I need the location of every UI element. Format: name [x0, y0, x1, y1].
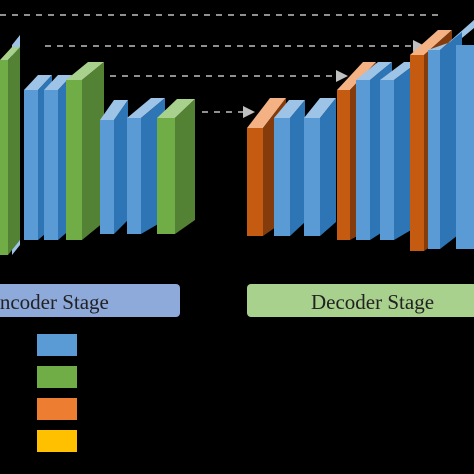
- encoder-block-2c-side: [82, 62, 104, 240]
- decoder-block-1b-side: [290, 100, 305, 236]
- encoder-block-3b-face: [127, 118, 141, 234]
- encoder-block-2a-face: [24, 90, 38, 240]
- legend-swatch-yellow: [37, 430, 77, 452]
- decoder-stage-label-text: Decoder Stage: [311, 290, 434, 314]
- decoder-block-2c-face: [380, 80, 394, 240]
- encoder-block-2b-face: [44, 90, 58, 240]
- decoder-block-1c-face: [304, 118, 320, 236]
- encoder-block-3a-top: [100, 100, 128, 120]
- encoder-block-3c-top: [157, 99, 195, 118]
- encoder-block-2a-top: [24, 75, 52, 90]
- decoder-block-2a-top: [337, 62, 376, 90]
- encoder-block-1b-face: [0, 60, 8, 255]
- encoder-block-3a-face: [100, 120, 114, 234]
- legend: [37, 334, 77, 452]
- encoder-block-2c-face: [66, 80, 82, 240]
- decoder-block-1c-side: [320, 98, 336, 236]
- decoder-block-1b-face: [274, 118, 290, 236]
- legend-swatch-blue: [37, 334, 77, 356]
- encoder-stage-label-text: Encoder Stage: [0, 290, 109, 314]
- decoder-block-1c-top: [304, 98, 336, 118]
- encoder-block-1b-top: [0, 47, 20, 60]
- decoder-block-3b-top: [428, 20, 474, 50]
- decoder-block-2b-top: [356, 62, 392, 80]
- encoder-block-1b-side: [8, 47, 20, 255]
- encoder-block-2b-top: [44, 75, 72, 90]
- decoder-blocks: [247, 20, 474, 251]
- encoder-block-3b-top: [127, 98, 165, 118]
- decoder-block-1a-face: [247, 128, 263, 236]
- decoder-block-2c-top: [380, 62, 418, 80]
- encoder-stage-label-box: [0, 284, 180, 317]
- encoder-block-3c-side: [175, 99, 195, 234]
- decoder-block-1a-top: [247, 98, 286, 128]
- legend-swatch-green: [37, 366, 77, 388]
- encoder-blocks: [0, 35, 195, 255]
- decoder-block-1b-top: [274, 100, 305, 118]
- decoder-block-3b-face: [428, 50, 440, 249]
- encoder-block-3a-side: [114, 100, 128, 234]
- decoder-block-2a-face: [337, 90, 350, 240]
- decoder-stage-label: Decoder Stage: [247, 284, 474, 317]
- skip-connections: [0, 14, 440, 118]
- encoder-block-3c-face: [157, 118, 175, 234]
- decoder-stage-label-box: [247, 284, 474, 317]
- encoder-stage-label: Encoder Stage: [0, 284, 180, 317]
- encoder-block-2c-top: [66, 62, 104, 80]
- decoder-block-3a-face: [410, 55, 424, 251]
- decoder-block-3a-top: [410, 30, 452, 55]
- decoder-block-2b-face: [356, 80, 370, 240]
- legend-swatch-orange: [37, 398, 77, 420]
- decoder-block-3c-face: [456, 45, 474, 249]
